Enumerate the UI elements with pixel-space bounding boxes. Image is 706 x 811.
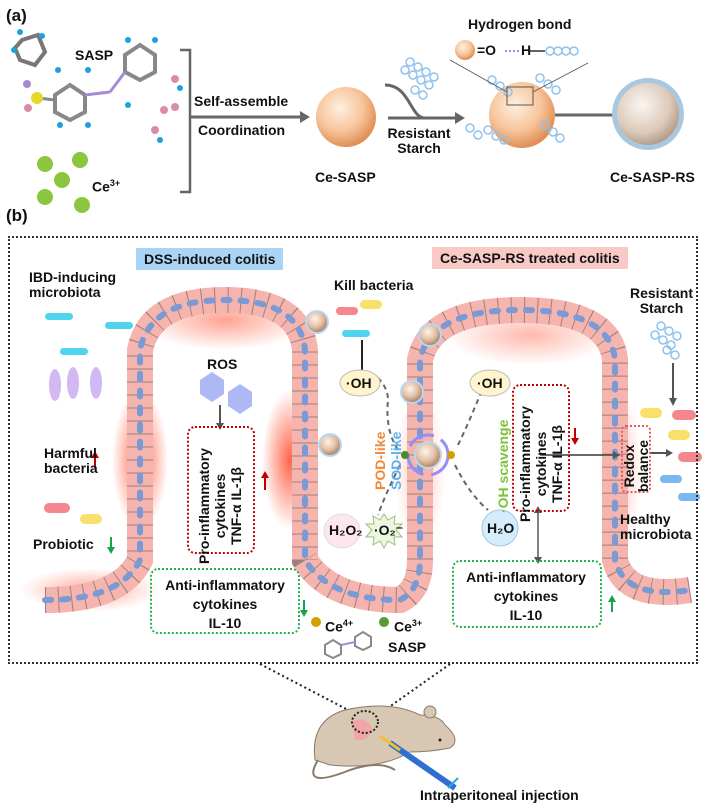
sod-like-label: SOD-like — [388, 431, 404, 490]
resistant-text: Resistant — [387, 125, 451, 141]
starch-icon — [400, 57, 439, 100]
panel-b-frame — [8, 236, 698, 664]
anti-line1-r: Anti-inflammatory — [466, 569, 586, 585]
rs-line1: Resistant — [630, 285, 694, 301]
pro-inflammatory-box-left — [187, 426, 255, 554]
ce3-text: Ce — [92, 178, 110, 195]
redox-balance-box — [621, 425, 651, 493]
oh-radical-right: ·OH — [477, 375, 503, 391]
legend-ce4-charge: 4+ — [342, 618, 354, 628]
legend-ce4-dot — [311, 617, 321, 627]
ce-sasp-label: Ce-SASP — [315, 169, 376, 185]
probiotic-bacterium — [44, 503, 70, 513]
anti-inflammatory-box-right — [452, 560, 602, 628]
sasp-label: SASP — [75, 47, 114, 63]
hbond-oxygen: =O — [477, 42, 497, 58]
ce3-ions — [37, 152, 90, 213]
starch-text: Starch — [397, 140, 441, 156]
ce3-charge: 3+ — [109, 178, 121, 188]
pro-line2-r: cytokines — [533, 431, 549, 497]
pro-line3-r: TNF-α IL-1β — [549, 425, 565, 503]
superoxide-icon — [364, 513, 404, 550]
h2o-bubble — [481, 509, 519, 547]
mouse-illustration — [312, 705, 456, 779]
h2o2-bubble — [323, 513, 361, 549]
redox-line1: Redox — [621, 444, 637, 488]
pro-line1-r: Pro-inflammatory — [517, 406, 533, 522]
h2o-label: H₂O — [487, 520, 515, 536]
probiotic-label: Probiotic — [33, 536, 94, 552]
ibd-bacteria — [45, 313, 133, 401]
panel-a-label: (a) — [6, 6, 27, 25]
ibd-line2: microbiota — [29, 284, 101, 300]
pro-line3: TNF-α IL-1β — [228, 467, 244, 545]
rs-line2: Starch — [639, 300, 684, 316]
legend-ce3-dot — [379, 617, 389, 627]
kill-bacteria-label: Kill bacteria — [334, 277, 414, 293]
intraperitoneal-injection-label: Intraperitoneal injection — [420, 787, 579, 803]
redox-line2: balance — [635, 439, 651, 493]
oh-radical-left: ·OH — [346, 375, 372, 391]
treated-colitis-title: Ce-SASP-RS treated colitis — [432, 247, 628, 269]
legend-sasp-molecule — [324, 630, 372, 660]
anti-line2: cytokines — [192, 596, 258, 612]
coordination-label: Coordination — [198, 122, 286, 138]
healthy-line2: microbiota — [620, 526, 692, 542]
ce-sasp-rs-label: Ce-SASP-RS — [610, 169, 695, 185]
nanoparticles — [305, 310, 442, 469]
pro-line1: Pro-inflammatory — [196, 448, 212, 564]
legend-ce3-charge: 3+ — [411, 618, 423, 628]
ce3-label: Ce3+ — [92, 176, 120, 195]
hydrogen-bond-title: Hydrogen bond — [468, 16, 572, 32]
harmful-line2: bacteria — [44, 460, 98, 476]
hydroxyl-radical-cloud — [339, 369, 381, 397]
pod-like-label: POD-like — [372, 431, 388, 490]
ros-icon — [200, 372, 224, 402]
legend-ce3-text: Ce — [394, 618, 412, 635]
superoxide-label: ·O₂⁻ — [374, 522, 404, 538]
legend-sasp: SASP — [388, 639, 427, 655]
healthy-line1: Healthy — [620, 511, 671, 527]
pro-inflammatory-box-right — [512, 384, 570, 512]
dss-colitis-title: DSS-induced colitis — [136, 248, 284, 270]
sasp-molecule — [11, 29, 183, 143]
bracket — [180, 48, 192, 194]
anti-line2-r: cytokines — [493, 588, 559, 604]
anti-line1: Anti-inflammatory — [165, 577, 285, 593]
pro-line2: cytokines — [212, 473, 228, 539]
anti-line3-r: IL-10 — [509, 607, 543, 623]
syringe-icon — [379, 734, 459, 791]
anti-inflammatory-box-left — [150, 568, 300, 634]
ce-sasp-particle — [316, 87, 376, 147]
legend-ce4: Ce4+ — [325, 616, 353, 635]
self-assemble-label: Self-assemble — [194, 93, 289, 109]
harmful-line1: Harmful — [44, 445, 97, 461]
ibd-line1: IBD-inducing — [29, 269, 117, 285]
ros-label: ROS — [207, 356, 238, 372]
resistant-starch-icon — [650, 321, 682, 360]
h2o2-label: H₂O₂ — [329, 522, 363, 538]
anti-line3: IL-10 — [208, 615, 242, 631]
panel-b-label: (b) — [6, 206, 28, 225]
oh-scavenge-label: ·OH scavenge — [495, 419, 511, 513]
ce-sasp-starch-particle — [489, 82, 555, 148]
legend-ce4-text: Ce — [325, 618, 343, 635]
hbond-hydrogen: H — [521, 42, 532, 58]
legend-ce3: Ce3+ — [394, 616, 422, 635]
